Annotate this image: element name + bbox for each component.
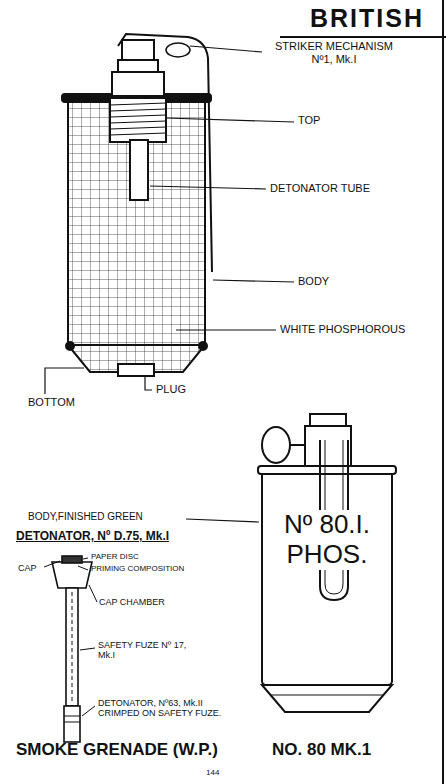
part-label: PAPER DISC bbox=[91, 552, 139, 561]
external-view bbox=[258, 414, 396, 712]
part-label: CAP bbox=[18, 563, 37, 573]
part-label: BOTTOM bbox=[28, 396, 75, 409]
part-label: SAFETY FUZE Nº 17, Mk.I bbox=[98, 640, 188, 661]
part-label: BODY,FINISHED GREEN bbox=[28, 511, 143, 523]
part-label: DETONATOR, Nº63, Mk.II CRIMPED ON SAFETY… bbox=[98, 698, 223, 719]
part-label: TOP bbox=[298, 114, 320, 127]
section-heading: DETONATOR, Nº D.75, Mk.I bbox=[16, 530, 169, 544]
leader-lines bbox=[45, 46, 294, 522]
drawing-number: NO. 80 MK.1 bbox=[272, 740, 371, 760]
part-label: PLUG bbox=[156, 383, 186, 396]
part-label: CAP CHAMBER bbox=[99, 597, 165, 607]
part-label: BODY bbox=[298, 275, 329, 288]
title: SMOKE GRENADE (W.P.) bbox=[16, 740, 218, 760]
leader-lines bbox=[44, 558, 97, 716]
part-label: WHITE PHOSPHOROUS bbox=[280, 323, 405, 336]
section-view bbox=[62, 34, 212, 376]
part-label: STRIKER MECHANISM Nº1, Mk.I bbox=[264, 40, 404, 65]
part-label: DETONATOR TUBE bbox=[270, 182, 370, 195]
part-label: PRIMING COMPOSITION bbox=[91, 564, 184, 573]
page-number: 144 bbox=[206, 768, 219, 777]
body-marking: Nº 80.I. PHOS. bbox=[266, 510, 388, 570]
country-heading: BRITISH bbox=[294, 4, 440, 33]
